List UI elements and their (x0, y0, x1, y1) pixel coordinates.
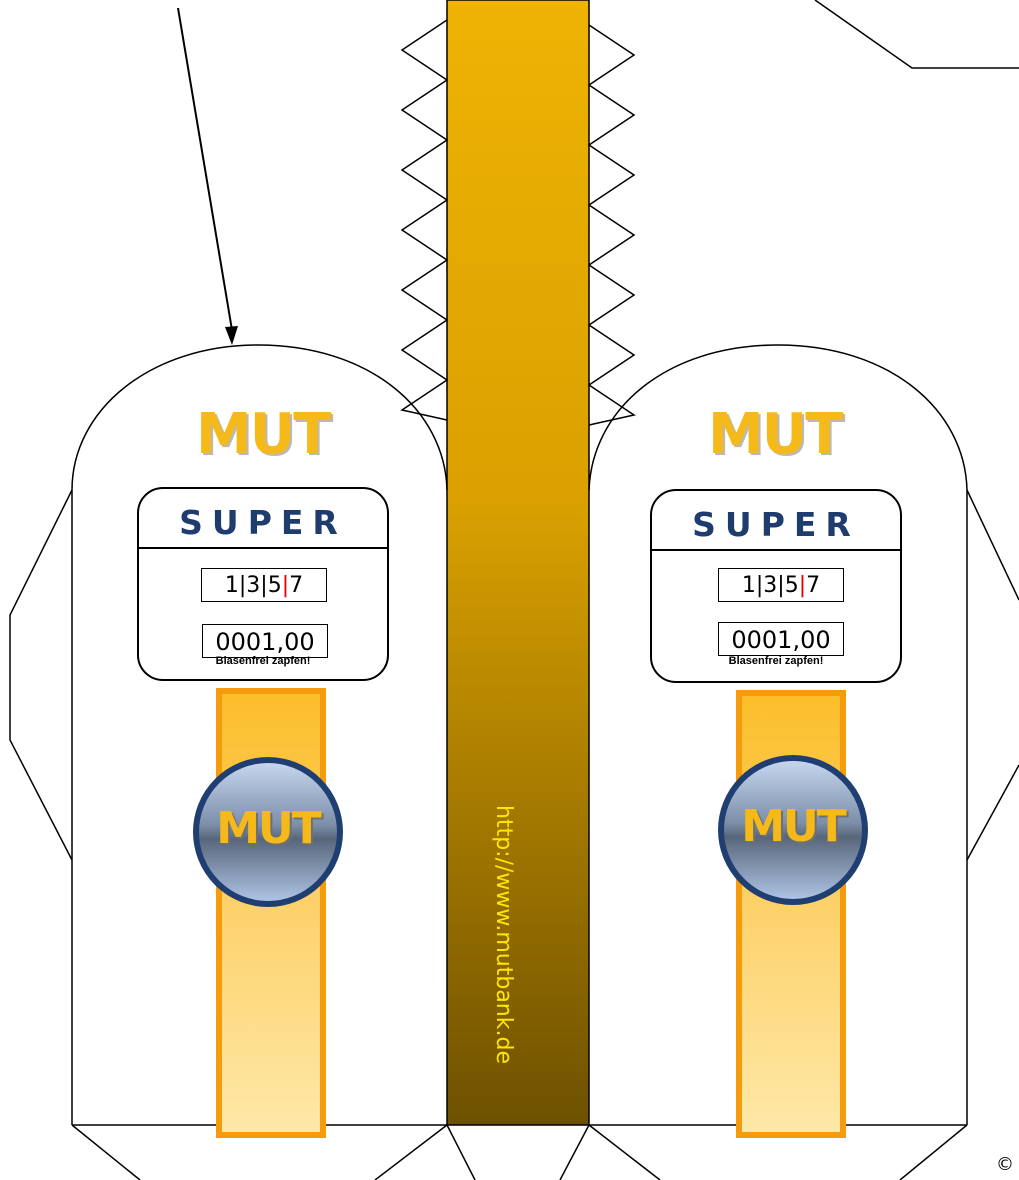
left-pump-logo: MUT (196, 402, 331, 467)
right-pump-price: 0001,00 (718, 622, 844, 656)
counter-digit: 1 (224, 573, 239, 598)
right-badge-text: MUT (741, 801, 847, 852)
left-pump-outline (9, 344, 448, 1180)
counter-digit: 7 (806, 573, 821, 598)
counter-digit: 1 (741, 573, 756, 598)
right-pump-badge: MUT (718, 755, 868, 905)
left-badge-text: MUT (216, 803, 322, 854)
counter-digit: 7 (289, 573, 304, 598)
right-glue-teeth (587, 24, 636, 426)
right-pump-grade-label: SUPER (692, 505, 860, 544)
counter-digit: 3 (763, 573, 778, 598)
left-pump-price: 0001,00 (202, 624, 328, 658)
left-pump-display: SUPER 1|3|5|7 0001,00 Blasenfrei zapfen! (137, 487, 389, 681)
right-display-divider (652, 549, 900, 551)
left-pump-note: Blasenfrei zapfen! (215, 655, 311, 667)
right-pump-logo: MUT (708, 402, 843, 467)
top-right-flap (814, 0, 1019, 69)
left-nozzle-bar (216, 688, 326, 1138)
center-strip (446, 0, 590, 1126)
left-pump-badge: MUT (193, 757, 343, 907)
left-pump-counter: 1|3|5|7 (201, 568, 327, 602)
strip-url-text: http://www.mutbank.de (491, 805, 516, 1064)
left-display-divider (139, 547, 387, 549)
left-glue-teeth (400, 19, 449, 421)
right-pump-display: SUPER 1|3|5|7 0001,00 Blasenfrei zapfen! (650, 489, 902, 683)
bottom-strip-flap (446, 1124, 590, 1180)
copyright-mark: © (996, 1154, 1014, 1175)
pointer-arrow (177, 7, 238, 345)
counter-digit: 5 (784, 573, 799, 598)
right-pump-counter: 1|3|5|7 (718, 568, 844, 602)
counter-digit: 3 (246, 573, 261, 598)
right-pump-note: Blasenfrei zapfen! (728, 655, 824, 667)
counter-digit: 5 (267, 573, 282, 598)
left-pump-grade-label: SUPER (179, 503, 347, 542)
